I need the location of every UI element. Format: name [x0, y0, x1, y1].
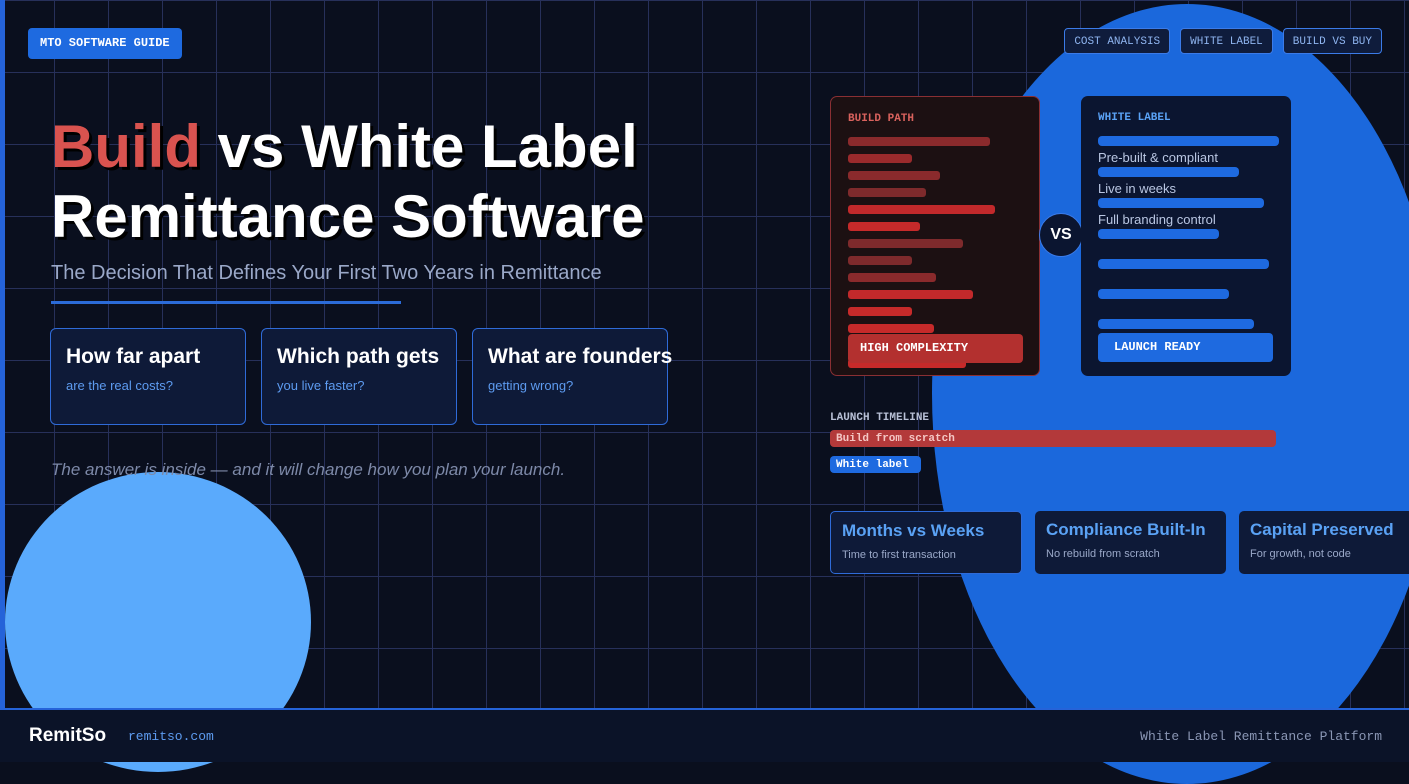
chip-white-label[interactable]: WHITE LABEL	[1180, 28, 1273, 54]
complexity-bar	[848, 273, 936, 282]
launch-ready-badge: LAUNCH READY	[1098, 333, 1273, 362]
teaser-text: The answer is inside — and it will chang…	[51, 460, 566, 479]
subtitle: The Decision That Defines Your First Two…	[51, 262, 602, 284]
build-path-panel: BUILD PATH HIGH COMPLEXITY	[830, 96, 1040, 376]
benefit-title: Months vs Weeks	[842, 521, 985, 540]
timeline-bar-white-label: White label	[830, 456, 921, 473]
feature-bar	[1098, 198, 1264, 208]
complexity-bar	[848, 171, 940, 180]
vs-badge: VS	[1039, 213, 1083, 257]
chip-cost-analysis[interactable]: COST ANALYSIS	[1064, 28, 1171, 54]
question-card: How far apart are the real costs?	[50, 328, 246, 425]
question-card: Which path gets you live faster?	[261, 328, 457, 425]
chip-build-vs-buy[interactable]: BUILD VS BUY	[1282, 28, 1382, 54]
white-panel-title: WHITE LABEL	[1098, 112, 1171, 124]
timeline-bar-build: Build from scratch	[830, 430, 1276, 447]
complexity-bar	[848, 137, 990, 146]
complexity-bar	[848, 324, 934, 333]
build-panel-title: BUILD PATH	[848, 113, 915, 125]
question-title: Which path gets	[277, 345, 440, 368]
feature-label: Live in weeks	[1098, 181, 1177, 196]
benefit-card: Compliance Built-In No rebuild from scrat…	[1035, 511, 1226, 574]
feature-label: Full branding control	[1098, 212, 1216, 227]
complexity-bar	[848, 188, 926, 197]
complexity-bar	[848, 205, 995, 214]
question-sub: are the real costs?	[66, 378, 173, 393]
complexity-bar	[848, 239, 963, 248]
feature-bar	[1098, 229, 1219, 239]
question-card: What are founders getting wrong?	[472, 328, 673, 425]
question-sub: you live faster?	[277, 378, 365, 393]
white-label-panel: WHITE LABEL Pre-built & compliant Live i…	[1081, 96, 1291, 376]
title-highlight: Build	[51, 113, 201, 180]
complexity-bar	[848, 154, 912, 163]
benefit-title: Capital Preserved	[1250, 520, 1394, 539]
feature-bar	[1098, 259, 1269, 269]
benefit-sub: No rebuild from scratch	[1046, 548, 1160, 560]
title-line2: Remittance Software	[51, 183, 645, 250]
benefit-sub: Time to first transaction	[842, 549, 956, 561]
guide-tag: MTO SOFTWARE GUIDE	[28, 28, 182, 59]
footer-tagline: White Label Remittance Platform	[1140, 729, 1382, 744]
high-complexity-badge: HIGH COMPLEXITY	[848, 334, 1023, 363]
topic-chips: COST ANALYSIS WHITE LABEL BUILD VS BUY	[1064, 28, 1382, 54]
website-link[interactable]: remitso.com	[128, 729, 214, 744]
footer: RemitSo remitso.com White Label Remittan…	[0, 708, 1409, 762]
feature-bar	[1098, 289, 1229, 299]
complexity-bar	[848, 307, 912, 316]
benefit-sub: For growth, not code	[1250, 548, 1351, 560]
title-line1: vs White Label	[200, 113, 638, 180]
feature-bar	[1098, 167, 1239, 177]
brand-logo[interactable]: RemitSo	[29, 725, 107, 746]
question-title: What are founders	[488, 345, 673, 368]
feature-bar	[1098, 136, 1279, 146]
question-title: How far apart	[66, 345, 201, 368]
benefit-title: Compliance Built-In	[1046, 520, 1206, 539]
complexity-bar	[848, 359, 966, 368]
divider	[51, 301, 401, 304]
feature-label: Pre-built & compliant	[1098, 150, 1218, 165]
question-sub: getting wrong?	[488, 378, 574, 393]
complexity-bar	[848, 290, 973, 299]
complexity-bar	[848, 256, 912, 265]
feature-bar	[1098, 319, 1254, 329]
timeline-label: LAUNCH TIMELINE	[830, 412, 930, 424]
complexity-bar	[848, 222, 920, 231]
left-accent-bar	[0, 0, 5, 708]
